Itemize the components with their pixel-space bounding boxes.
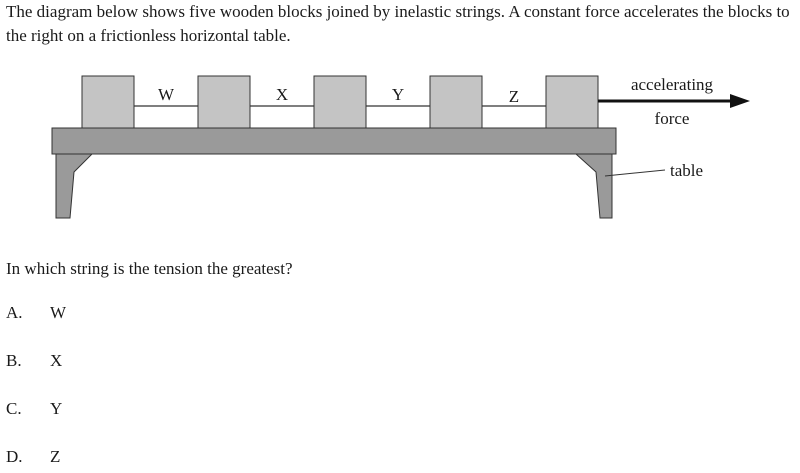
choice-b-letter: B. (6, 351, 22, 370)
string-label-w: W (158, 85, 175, 104)
force-label-line1: accelerating (631, 75, 714, 94)
block-3 (313, 75, 367, 129)
choice-d-text: Z (50, 447, 61, 466)
choice-a-letter: A. (6, 303, 23, 322)
block-5 (545, 75, 599, 129)
block-4 (429, 75, 483, 129)
choice-c-text: Y (50, 399, 63, 418)
choice-b-text: X (50, 351, 63, 370)
intro-paragraph: The diagram below shows five wooden bloc… (6, 2, 790, 45)
string-label-z: Z (509, 87, 519, 106)
choice-c[interactable]: C. Y (6, 397, 62, 421)
string-label-x: X (276, 85, 288, 104)
block-2 (197, 75, 251, 129)
choice-d-letter: D. (6, 447, 23, 466)
table-label: table (670, 161, 703, 180)
table-leg-left (55, 153, 94, 219)
choice-d[interactable]: D. Z (6, 445, 60, 469)
table-leg-right (574, 153, 613, 219)
force-label-line2: force (655, 109, 690, 128)
choice-b[interactable]: B. X (6, 349, 62, 373)
question-text: In which string is the tension the great… (6, 259, 293, 278)
table-top (51, 127, 617, 155)
table-label-pointer (604, 169, 666, 177)
blocks-diagram: W X Y Z accelerating force table (0, 66, 800, 236)
block-1 (81, 75, 135, 129)
string-label-y: Y (392, 85, 404, 104)
choice-c-letter: C. (6, 399, 22, 418)
diagram-svg: W X Y Z accelerating force table (51, 75, 750, 219)
force-arrow-head (730, 94, 750, 108)
choice-a[interactable]: A. W (6, 301, 66, 325)
choice-a-text: W (50, 303, 67, 322)
